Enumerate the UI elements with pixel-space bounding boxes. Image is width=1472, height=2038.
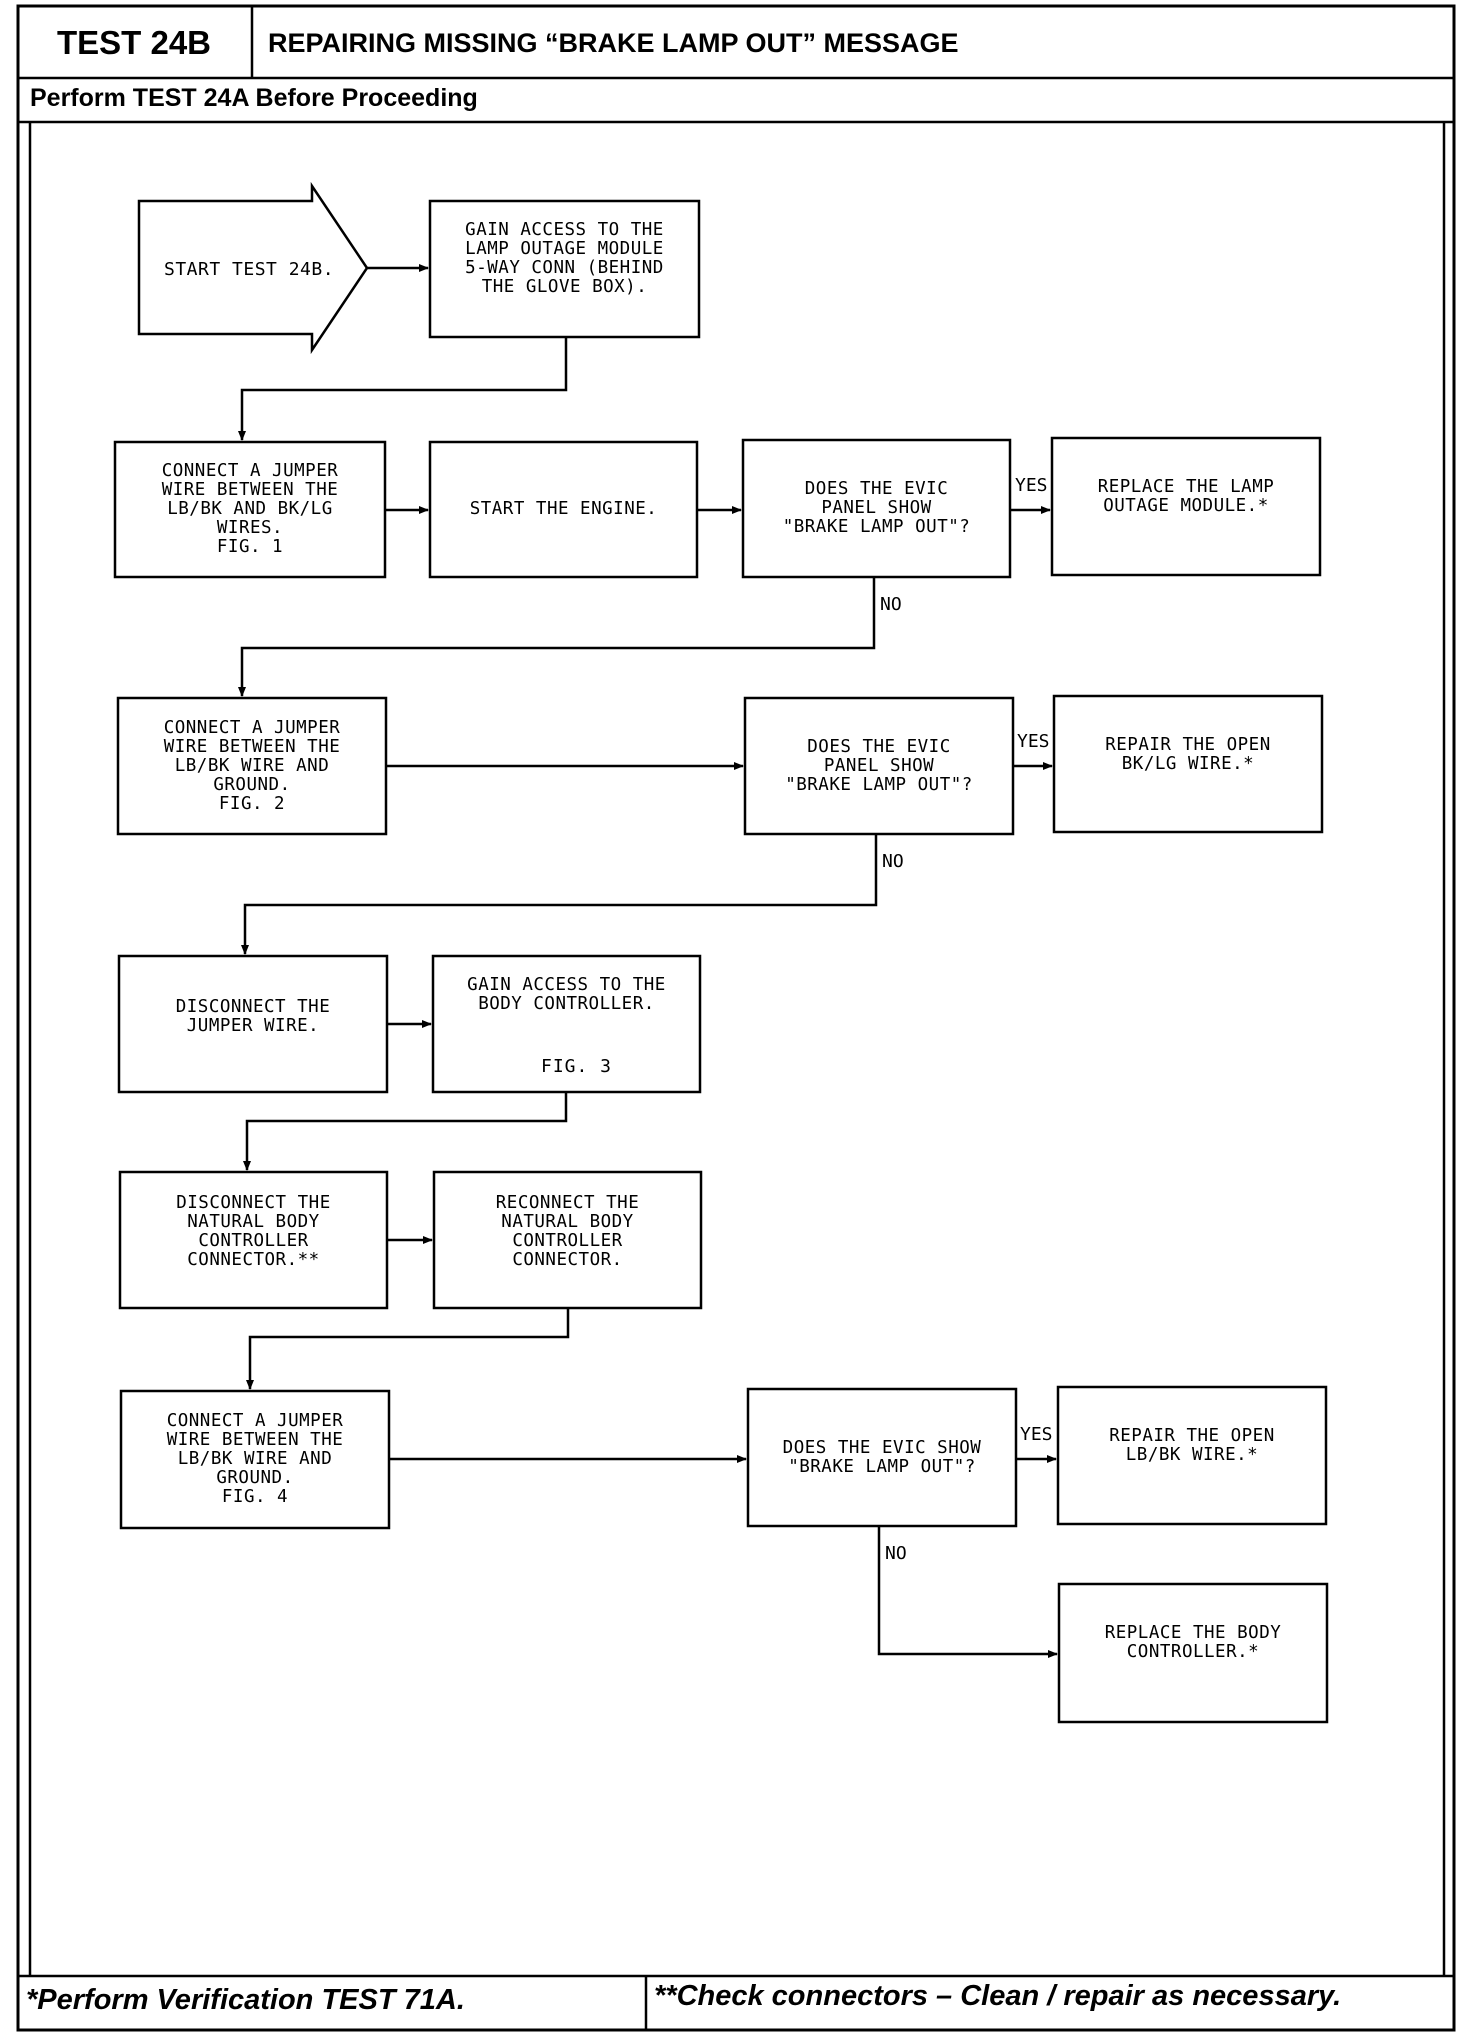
footnote-verification: *Perform Verification TEST 71A. bbox=[26, 1984, 465, 2016]
no-label-3: NO bbox=[885, 1543, 907, 1564]
decision-evic-3: DOES THE EVIC SHOW "BRAKE LAMP OUT"? bbox=[782, 1437, 982, 1477]
fig-3-label: FIG. 3 bbox=[541, 1056, 613, 1077]
decision-evic-panel-2: DOES THE EVIC PANEL SHOW "BRAKE LAMP OUT… bbox=[785, 736, 973, 795]
yes-label-3: YES bbox=[1020, 1424, 1053, 1445]
box-outline bbox=[428, 199, 701, 339]
start-arrow-shape bbox=[137, 181, 369, 355]
replace-body-box: REPLACE THE BODY CONTROLLER.* bbox=[1104, 1623, 1282, 1662]
jumper-lbbk-bklg-box: CONNECT A JUMPER WIRE BETWEEN THE LB/BK … bbox=[161, 461, 339, 557]
start-engine-box: START THE ENGINE. bbox=[469, 499, 658, 519]
replace-module-box: REPLACE THE LAMP OUTAGE MODULE.* bbox=[1097, 477, 1275, 516]
repair-bklg-box: REPAIR THE OPEN BK/LG WIRE.* bbox=[1105, 735, 1271, 774]
reconnect-connector-box: RECONNECT THE NATURAL BODY CONTROLLER CO… bbox=[495, 1193, 640, 1270]
footnote-connectors: **Check connectors – Clean / repair as n… bbox=[654, 1980, 1342, 2012]
yes-label-2: YES bbox=[1017, 731, 1050, 752]
repair-lbbk-box: REPAIR THE OPEN LB/BK WIRE.* bbox=[1109, 1426, 1275, 1465]
page-title: REPAIRING MISSING “BRAKE LAMP OUT” MESSA… bbox=[268, 28, 959, 58]
test-id: TEST 24B bbox=[56, 24, 212, 61]
test-24b-sheet: TEST 24B REPAIRING MISSING “BRAKE LAMP O… bbox=[16, 4, 1456, 2032]
disconnect-connector-box: DISCONNECT THE NATURAL BODY CONTROLLER C… bbox=[176, 1193, 331, 1270]
diagram-frame bbox=[16, 4, 1456, 2032]
gain-access-module-box: GAIN ACCESS TO THE LAMP OUTAGE MODULE 5-… bbox=[465, 220, 664, 297]
start-test-label: START TEST 24B. bbox=[164, 259, 335, 280]
yes-label-1: YES bbox=[1015, 475, 1048, 496]
decision-evic-panel-1: DOES THE EVIC PANEL SHOW "BRAKE LAMP OUT… bbox=[782, 479, 971, 537]
disconnect-jumper-box: DISCONNECT THE JUMPER WIRE. bbox=[175, 997, 331, 1036]
jumper-lbbk-ground-box-2: CONNECT A JUMPER WIRE BETWEEN THE LB/BK … bbox=[166, 1411, 344, 1507]
prerequisite-note: Perform TEST 24A Before Proceeding bbox=[30, 84, 478, 112]
gain-access-body-box: GAIN ACCESS TO THE BODY CONTROLLER. bbox=[467, 975, 666, 1014]
no-label-1: NO bbox=[880, 594, 902, 615]
jumper-lbbk-ground-box-1: CONNECT A JUMPER WIRE BETWEEN THE LB/BK … bbox=[163, 717, 341, 814]
no-label-2: NO bbox=[882, 851, 904, 872]
